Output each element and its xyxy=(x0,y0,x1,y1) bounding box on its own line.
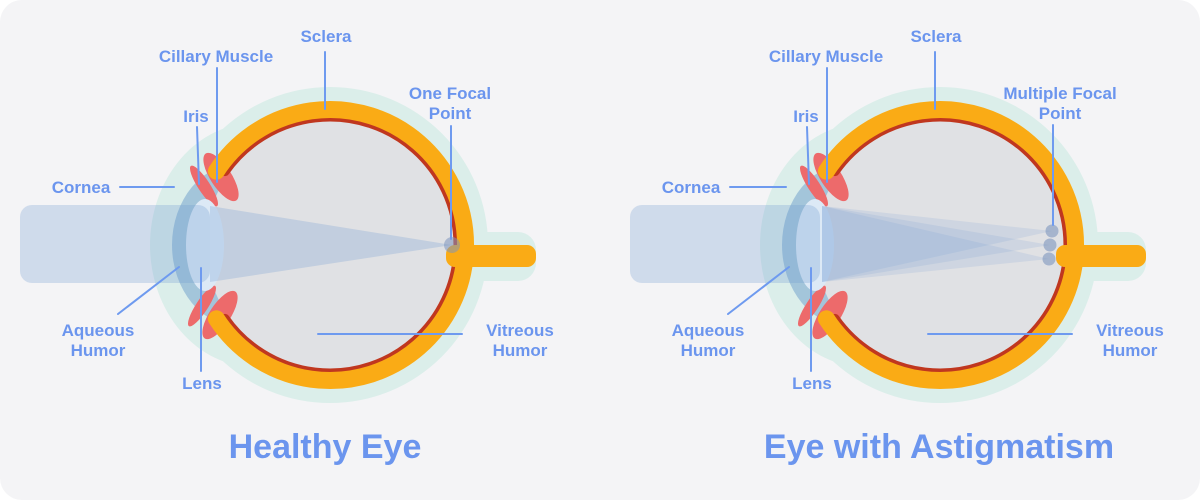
focal-point-label-line1: One Focal xyxy=(408,84,492,103)
aqueous-humor-label-line2: Humor xyxy=(70,341,126,361)
light-beam-cone-upper xyxy=(822,206,1052,282)
light-beam-entry xyxy=(20,205,210,283)
ciliary-muscle-label: Cillary Muscle xyxy=(768,47,884,66)
aqueous-humor-label: Aqueous Humor xyxy=(638,321,778,361)
iris-leader-line xyxy=(806,126,810,185)
aqueous-humor-label-line2: Humor xyxy=(680,341,736,361)
ciliary-muscle-label: Cillary Muscle xyxy=(158,47,274,66)
healthy-eye-title: Healthy Eye xyxy=(228,428,422,466)
vitreous-humor-label-line1: Vitreous xyxy=(1096,321,1164,340)
vitreous-humor-label-line1: Vitreous xyxy=(486,321,554,340)
leader-lines xyxy=(727,51,1073,372)
aqueous-humor-label-line1: Aqueous xyxy=(671,321,745,340)
light-beam-cone-middle xyxy=(822,206,1050,282)
focal-point-label: Multiple Focal Point xyxy=(985,84,1135,124)
light-beam xyxy=(630,205,1059,283)
optic-nerve xyxy=(1056,245,1146,267)
focal-point-label-line2: Point xyxy=(1038,104,1082,124)
lens xyxy=(186,199,224,291)
lens-label: Lens xyxy=(182,374,222,393)
healthy-eye-panel: Sclera Cillary Muscle Iris Cornea Aqueou… xyxy=(20,27,590,466)
sclera-label: Sclera xyxy=(300,27,352,46)
light-beam-cone-lower xyxy=(822,206,1049,282)
astigmatism-eye-panel: Sclera Cillary Muscle Iris Cornea Aqueou… xyxy=(610,0,1200,500)
focal-point-dot-middle xyxy=(1043,238,1057,252)
sclera-label: Sclera xyxy=(910,27,962,46)
aqueous-humor-label-line1: Aqueous xyxy=(61,321,135,340)
leader-lines xyxy=(117,51,463,372)
lens-label: Lens xyxy=(792,374,832,393)
focal-point-dot xyxy=(444,237,460,253)
vitreous-interior xyxy=(816,121,1064,369)
iris-upper xyxy=(189,165,219,207)
light-beam-entry xyxy=(630,205,820,283)
vitreous-humor-label-line2: Humor xyxy=(492,341,548,361)
vitreous-humor-label: Vitreous Humor xyxy=(450,321,590,361)
iris-leader-line xyxy=(196,126,200,185)
cornea-label: Cornea xyxy=(661,178,721,197)
iris-label: Iris xyxy=(183,107,209,126)
healthy-eye-diagram xyxy=(20,51,536,403)
vitreous-interior xyxy=(206,121,454,369)
focal-point-dot-upper xyxy=(1045,224,1059,238)
optic-nerve xyxy=(446,245,536,267)
light-beam xyxy=(20,205,460,283)
astigmatism-eye-title: Eye with Astigmatism xyxy=(763,428,1115,466)
iris-upper xyxy=(799,165,829,207)
focal-point-label-line2: Point xyxy=(428,104,472,124)
aqueous-humor-label: Aqueous Humor xyxy=(28,321,168,361)
aqueous-leader-line xyxy=(117,266,180,315)
lens xyxy=(796,199,834,291)
iris-label: Iris xyxy=(793,107,819,126)
cornea-label: Cornea xyxy=(51,178,111,197)
focal-point-label-line1: Multiple Focal xyxy=(1003,84,1117,103)
light-beam-converging xyxy=(210,206,452,282)
aqueous-leader-line xyxy=(727,266,790,315)
focal-point-label: One Focal Point xyxy=(380,84,520,124)
focal-point-dot-lower xyxy=(1042,252,1056,266)
vitreous-humor-label-line2: Humor xyxy=(1102,341,1158,361)
vitreous-humor-label: Vitreous Humor xyxy=(1060,321,1200,361)
astigmatism-eye-diagram xyxy=(630,51,1146,403)
